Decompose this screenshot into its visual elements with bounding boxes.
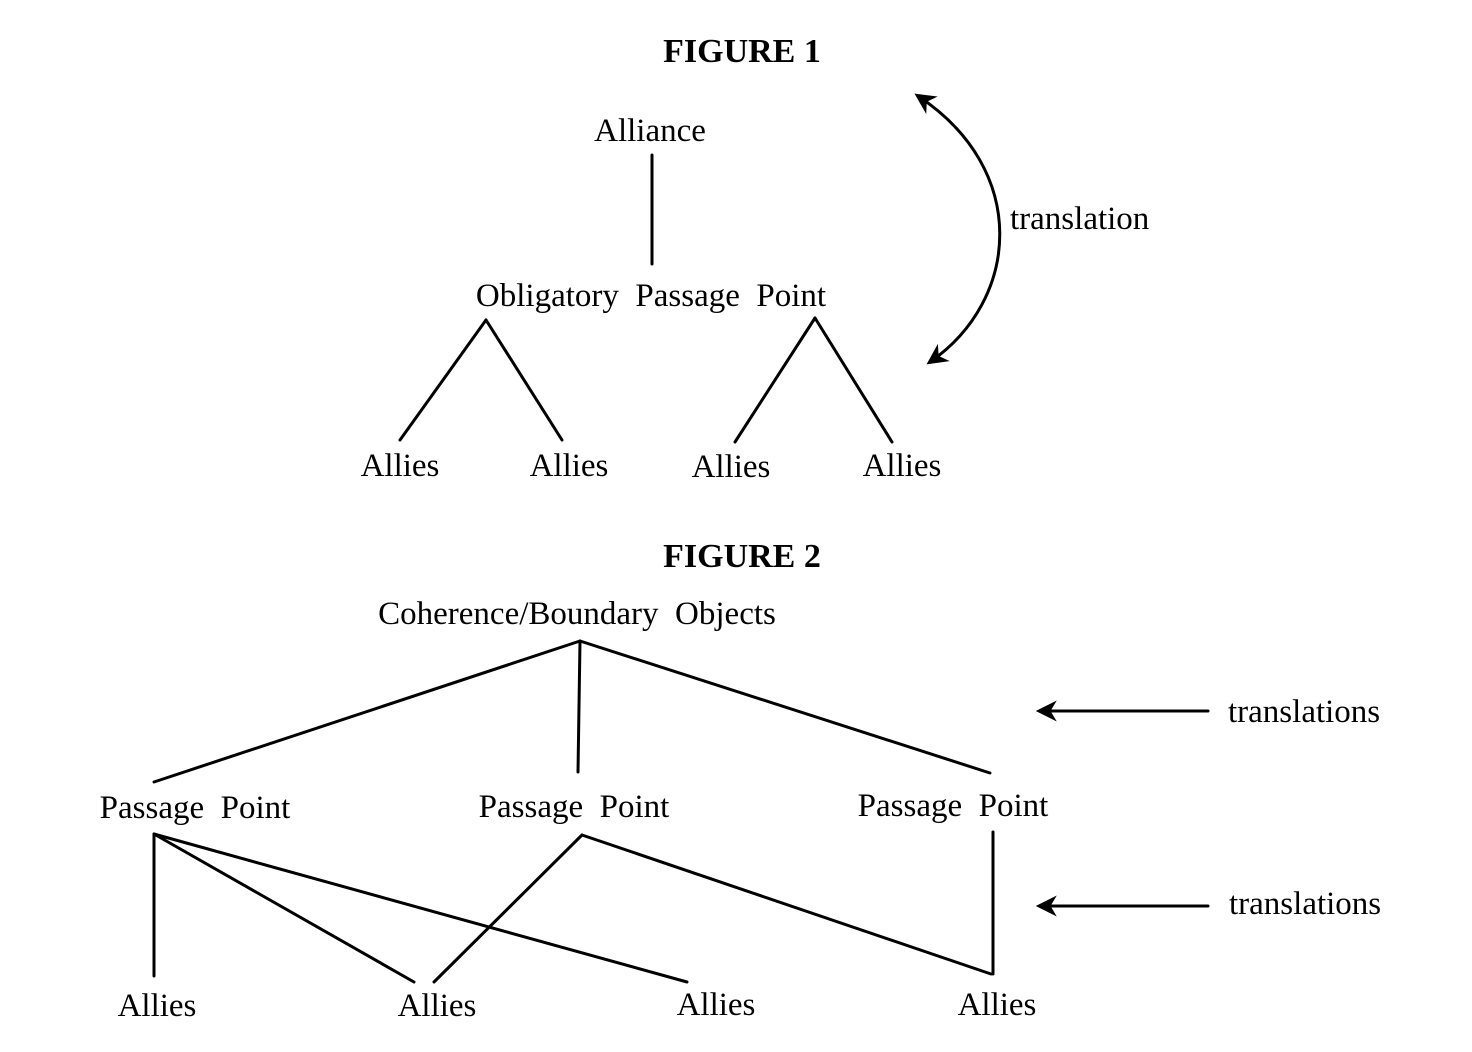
- fig1-ally-2: Allies: [530, 448, 609, 484]
- opp-ally-4-edge: [813, 316, 894, 444]
- obligatory-passage-point-label: Obligatory Passage Point: [476, 278, 826, 314]
- translation-label: translation: [1010, 201, 1149, 237]
- translation-double-arrow: [914, 93, 1002, 365]
- fig1-ally-3: Allies: [692, 449, 771, 485]
- fig1-ally-1: Allies: [361, 448, 440, 484]
- opp-ally-1-edge: [398, 318, 488, 442]
- pp2-ally-4-edge: [580, 833, 993, 976]
- fig2-ally-1: Allies: [118, 988, 197, 1024]
- figure-2-title: FIGURE 2: [663, 538, 821, 575]
- translations-label-upper: translations: [1228, 694, 1380, 730]
- figure-1-title: FIGURE 1: [663, 33, 821, 70]
- pp1-ally-2-edge: [152, 832, 416, 984]
- opp-ally-2-edge: [484, 318, 564, 442]
- pp2-ally-2-edge: [432, 833, 584, 984]
- fig2-passage-point-2: Passage Point: [479, 789, 670, 825]
- coherence-boundary-objects-label: Coherence/Boundary Objects: [378, 596, 776, 632]
- pp1-ally-3-edge: [152, 832, 689, 984]
- alliance-label: Alliance: [594, 113, 706, 149]
- figure-2: FIGURE 2 Coherence/Boundary Objects Pass…: [100, 538, 1381, 1024]
- fig2-ally-2: Allies: [398, 988, 477, 1024]
- opp-ally-3-edge: [733, 316, 817, 444]
- translations-label-lower: translations: [1229, 886, 1381, 922]
- fig2-ally-4: Allies: [958, 987, 1037, 1023]
- cbo-pp-2-edge: [576, 639, 582, 774]
- figure-1: FIGURE 1 Alliance Obligatory Passage Poi…: [361, 33, 1150, 485]
- fig2-passage-point-3: Passage Point: [858, 788, 1049, 824]
- cbo-pp-3-edge: [578, 639, 992, 775]
- fig2-passage-point-1: Passage Point: [100, 790, 291, 826]
- cbo-pp-1-edge: [152, 639, 582, 784]
- fig1-ally-4: Allies: [863, 448, 942, 484]
- fig2-ally-3: Allies: [677, 987, 756, 1023]
